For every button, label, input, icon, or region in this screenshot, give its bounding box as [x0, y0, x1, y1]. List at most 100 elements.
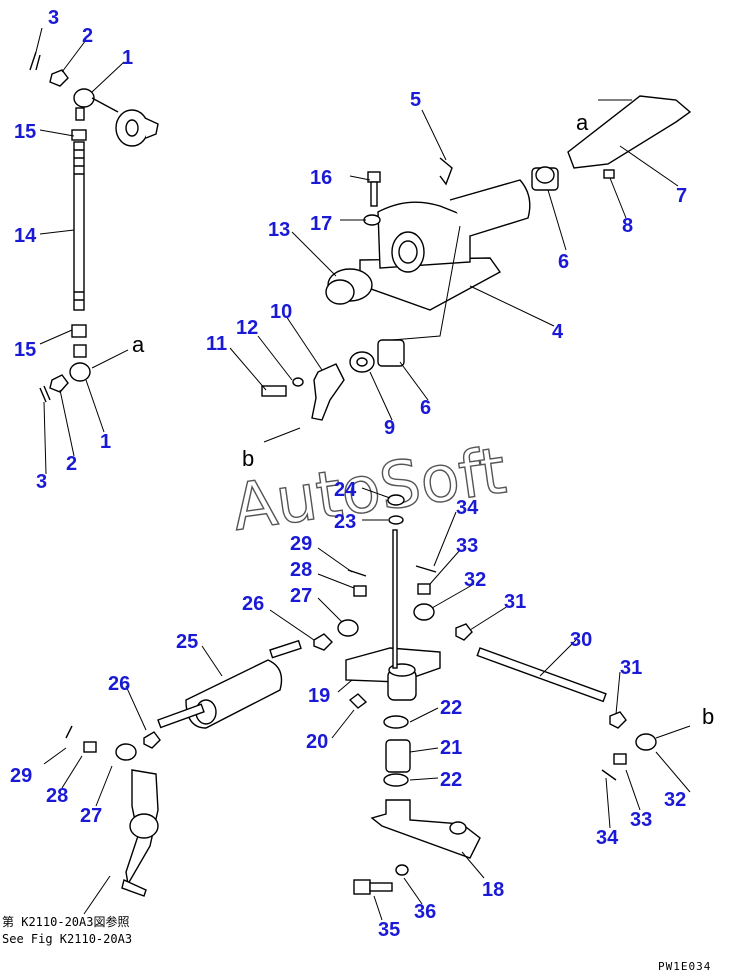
callout-11: 11: [206, 333, 227, 355]
callout-17: 17: [310, 213, 332, 235]
callout-28-top: 28: [290, 559, 312, 581]
bolt-11: [261, 385, 287, 397]
nut-28-top: [353, 585, 367, 597]
letter-a-left: a: [132, 332, 145, 357]
cotter-pin-3-bottom: [39, 385, 51, 403]
callout-34-bottom: 34: [596, 827, 619, 849]
joint-27-top: [337, 619, 359, 637]
callout-18: 18: [482, 879, 504, 901]
cotter-34-bottom: [601, 769, 617, 781]
arm-10: [311, 363, 345, 421]
washer-12: [292, 377, 304, 387]
callout-26-top: 26: [242, 593, 264, 615]
damper-rod: [269, 639, 302, 659]
callout-28-bottom: 28: [46, 785, 68, 807]
callout-6-bottom: 6: [420, 397, 431, 419]
nut-2-bottom: [49, 374, 69, 393]
bolt-35-shank: [369, 882, 393, 892]
grease-fitting-5: [439, 157, 453, 186]
nut-31-bottom: [609, 711, 627, 729]
callout-12: 12: [236, 317, 258, 339]
damper-rod-2: [157, 703, 205, 729]
callout-15-bottom: 15: [14, 339, 36, 361]
reference-note-jp: 第 K2110-20A3図参照: [2, 914, 129, 929]
bolt-16-shank: [370, 181, 378, 207]
rod-14: [73, 141, 85, 311]
callout-7: 7: [676, 185, 687, 207]
callout-13: 13: [268, 219, 290, 241]
bolt-16-head: [367, 171, 381, 183]
leader-lines: [35, 27, 691, 921]
joint-1-bottom: [69, 362, 91, 382]
joint-1-top: [73, 88, 95, 108]
callout-3-top: 3: [48, 7, 59, 29]
nut-33-top: [417, 583, 431, 595]
callout-35: 35: [378, 919, 400, 941]
callout-3-bottom: 3: [36, 471, 47, 493]
letter-b-right: b: [702, 704, 714, 729]
callout-25: 25: [176, 631, 198, 653]
callout-1-bottom: 1: [100, 431, 111, 453]
callout-36: 36: [414, 901, 436, 923]
letter-a-right: a: [576, 110, 589, 135]
callout-31-top: 31: [504, 591, 526, 613]
callout-26-bottom: 26: [108, 673, 130, 695]
bracket-18: [370, 799, 481, 859]
callout-8: 8: [622, 215, 633, 237]
washer-22-bottom: [383, 773, 409, 787]
cotter-pin-3-top: [29, 51, 41, 71]
callout-21: 21: [440, 737, 462, 759]
nut-31-top: [455, 623, 473, 641]
callout-10: 10: [270, 301, 292, 323]
callout-19: 19: [308, 685, 330, 707]
washer-17: [363, 214, 381, 226]
callout-31-bottom: 31: [620, 657, 642, 679]
callout-32-bottom: 32: [664, 789, 686, 811]
reference-note-en: See Fig K2110-20A3: [2, 932, 132, 946]
callout-2-top: 2: [82, 25, 93, 47]
nut-15-bottom: [71, 324, 87, 338]
callout-9: 9: [384, 417, 395, 439]
joint-27-bottom: [115, 743, 137, 761]
callout-34-top: 34: [456, 497, 479, 519]
bushing-21: [385, 739, 411, 773]
letter-b-left: b: [242, 446, 254, 471]
nut-28-bottom: [83, 741, 97, 753]
nut-2-top: [49, 69, 69, 87]
callout-1-top: 1: [122, 47, 133, 69]
cotter-29-bottom: [65, 725, 73, 739]
nut-15-top: [71, 129, 87, 141]
washer-22-top: [383, 715, 409, 729]
callout-33-top: 33: [456, 535, 478, 557]
callout-24: 24: [334, 479, 357, 501]
bracket-tube: [449, 179, 531, 237]
callout-29-bottom: 29: [10, 765, 32, 787]
joint-1-stem: [75, 107, 85, 121]
reference-letters: a a b b: [132, 110, 714, 729]
nut-26-top: [313, 633, 333, 651]
arrow-b-right: [655, 725, 691, 739]
joint-32-top: [413, 603, 435, 621]
key-8: [603, 169, 615, 179]
callout-2-bottom: 2: [66, 453, 77, 475]
callout-14: 14: [14, 225, 37, 247]
callout-29-top: 29: [290, 533, 312, 555]
callout-4: 4: [552, 321, 564, 343]
cotter-34-top: [415, 565, 437, 573]
bolt-35-head: [353, 879, 371, 895]
washer-23: [388, 515, 404, 525]
shaft-7: [567, 95, 692, 169]
nut-26-bottom: [143, 731, 161, 749]
bushing-6-bottom: [377, 339, 405, 367]
drawing-code: PW1E034: [658, 960, 711, 973]
callout-32-top: 32: [464, 569, 486, 591]
callout-16: 16: [310, 167, 332, 189]
grease-fitting-20: [348, 693, 368, 709]
washer-36: [395, 864, 409, 876]
callout-30: 30: [570, 629, 592, 651]
callout-22-top: 22: [440, 697, 462, 719]
callout-27-bottom: 27: [80, 805, 102, 827]
joint-32-bottom: [635, 733, 657, 751]
callout-22-bottom: 22: [440, 769, 462, 791]
